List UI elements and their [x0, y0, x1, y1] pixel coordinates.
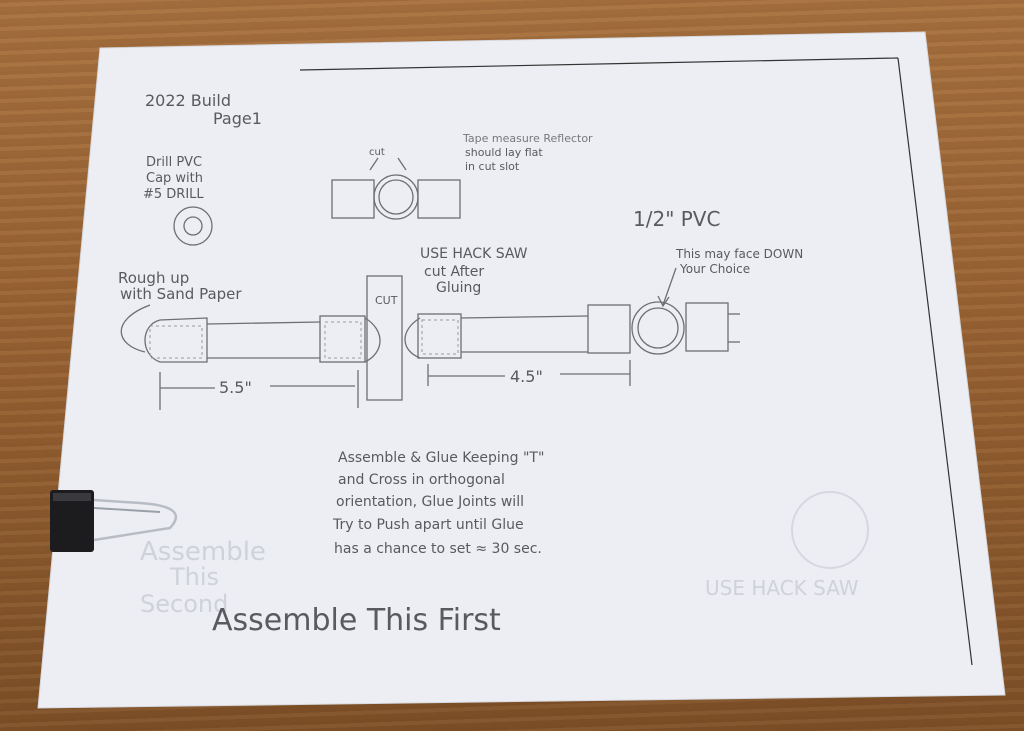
cut-label: cut: [369, 147, 385, 158]
hack-saw-note: USE HACK SAW: [420, 246, 528, 262]
bleed-text: This: [169, 563, 219, 591]
block-cut-label: CUT: [375, 294, 398, 307]
binder-clip-icon: [50, 490, 177, 552]
sheet-title: 2022 Build: [145, 91, 231, 110]
page-label: Page1: [213, 109, 262, 128]
paper-sheet: [38, 32, 1005, 708]
bleed-text: Second: [140, 590, 228, 618]
bleed-text: Assemble: [140, 537, 266, 567]
drill-note: Cap with: [146, 171, 203, 186]
border-line-top: [299, 57, 899, 71]
border-line-right: [897, 57, 973, 666]
cut-block: [366, 275, 403, 401]
dim-left: 5.5": [219, 378, 252, 397]
rough-note: Rough up: [118, 269, 189, 287]
dim-right: 4.5": [510, 367, 543, 386]
assembly-note: Try to Push apart until Glue: [332, 517, 524, 533]
bleed-text: USE HACK SAW: [705, 576, 859, 600]
dim-line-left: [159, 370, 359, 410]
drill-note: Drill PVC: [146, 155, 202, 170]
assembly-note: has a chance to set ≈ 30 sec.: [334, 541, 542, 557]
pvc-cap-hole: [183, 216, 203, 236]
hack-saw-note: cut After: [424, 264, 484, 280]
assembly-note: and Cross in orthogonal: [338, 472, 505, 488]
footer-note: Assemble This First: [212, 603, 501, 638]
tape-note: in cut slot: [465, 160, 520, 173]
pipe-assembly: CUT: [144, 275, 740, 401]
face-note: This may face DOWN: [675, 247, 803, 261]
drill-note: #5 DRILL: [143, 187, 204, 202]
pvc-size: 1/2" PVC: [633, 207, 720, 231]
rough-note: with Sand Paper: [120, 285, 242, 303]
pvc-cap-outer: [173, 206, 213, 246]
assembly-note: orientation, Glue Joints will: [336, 494, 524, 510]
assembly-note: Assemble & Glue Keeping "T": [338, 450, 544, 466]
tape-note: Tape measure Reflector: [462, 132, 593, 145]
dim-line-right: [427, 360, 631, 386]
tape-note: should lay flat: [465, 146, 543, 159]
face-note: Your Choice: [679, 262, 750, 276]
hack-saw-note: Gluing: [436, 280, 481, 296]
